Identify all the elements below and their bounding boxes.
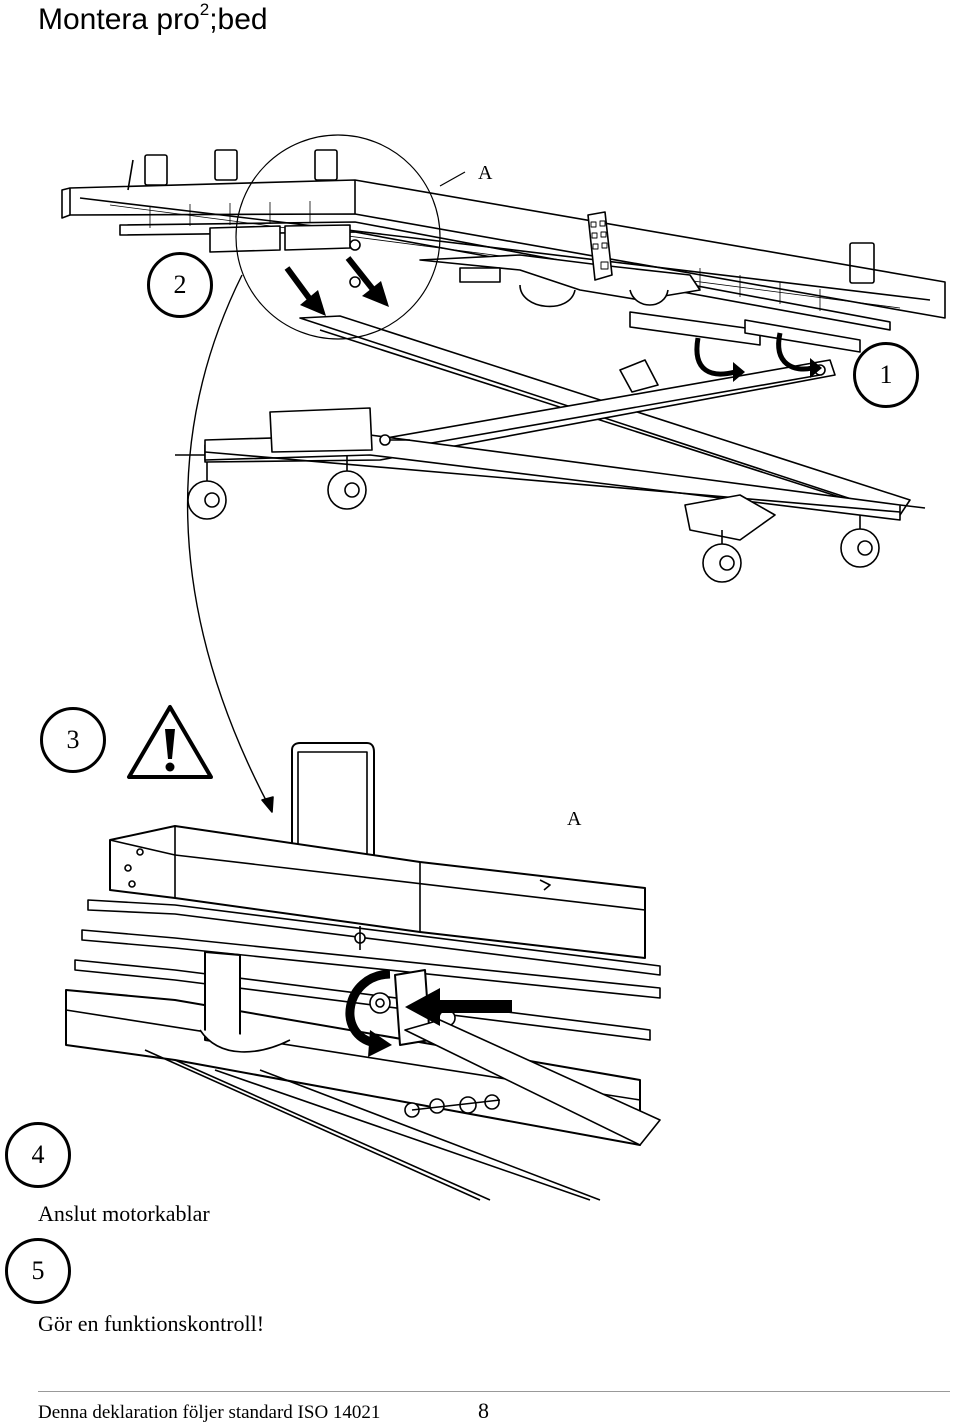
warning-triangle-icon <box>127 705 213 779</box>
title-superscript: 2 <box>199 0 210 19</box>
step-3-badge: 3 <box>40 707 106 773</box>
arrow-icon <box>284 256 389 316</box>
detail-label-a-bottom: A <box>567 808 582 830</box>
page-title: Montera pro2;bed <box>38 0 268 38</box>
detail-label-a-top: A <box>478 162 493 184</box>
detail-magnifier <box>235 134 441 340</box>
step-1-badge: 1 <box>853 342 919 408</box>
step-4-badge: 4 <box>5 1122 71 1188</box>
step-5-badge: 5 <box>5 1238 71 1304</box>
bed-frame-detail-view <box>65 742 661 1201</box>
footer-text: Denna deklaration följer standard ISO 14… <box>38 1402 381 1423</box>
instruction-step-5: Gör en funktionskontroll! <box>38 1311 265 1336</box>
step-2-badge: 2 <box>147 252 213 318</box>
title-tail: ;bed <box>209 3 268 36</box>
instruction-step-4: Anslut motorkablar <box>38 1201 210 1226</box>
bed-frame-top-view <box>61 149 946 583</box>
footer-divider <box>38 1391 950 1392</box>
rotate-arrow-icon <box>345 969 392 1057</box>
title-main: Montera pro <box>38 3 200 36</box>
rotate-arrow-icon <box>694 332 813 377</box>
page-number: 8 <box>478 1398 489 1423</box>
arrow-icon <box>405 988 512 1026</box>
